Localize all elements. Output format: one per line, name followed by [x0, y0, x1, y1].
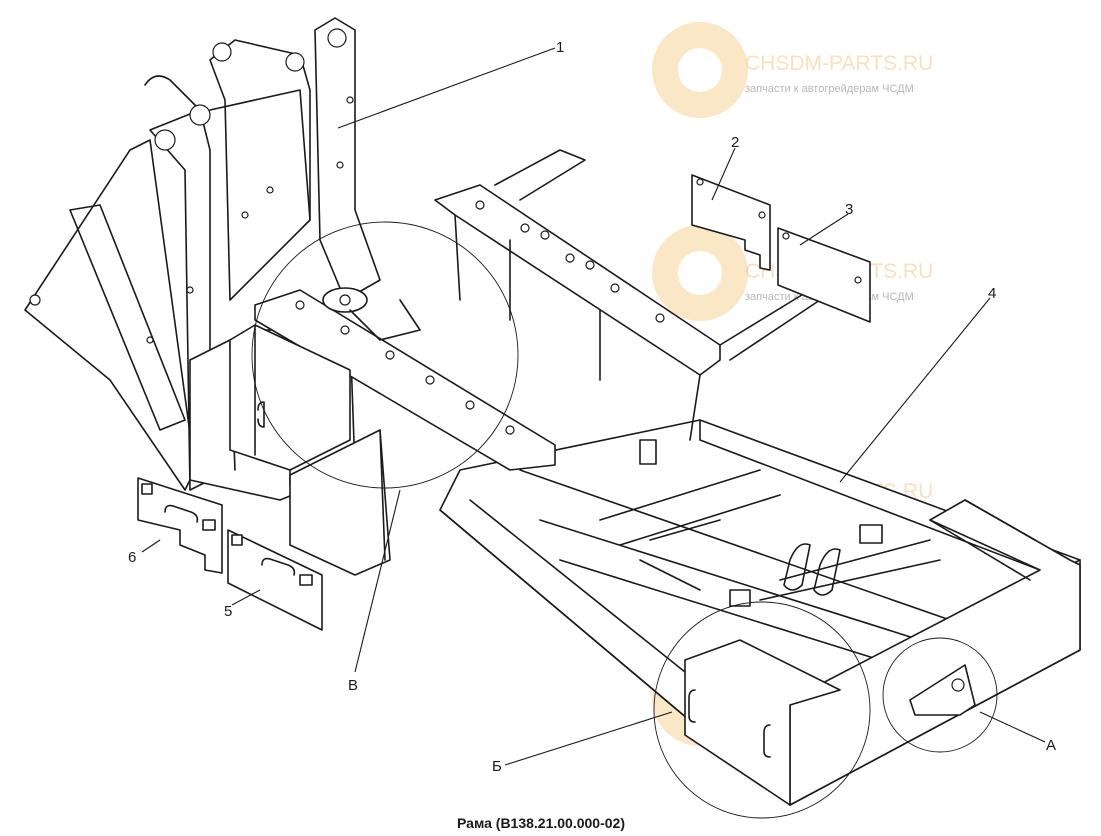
callout-1: 1 — [556, 39, 564, 56]
upper-cross-member — [434, 149, 821, 441]
detail-circle-v — [251, 221, 519, 489]
cover-plate-5 — [227, 529, 323, 631]
callout-4: 4 — [988, 285, 996, 302]
watermark-subtitle: запчасти к автогрейдерам ЧСДМ — [745, 83, 914, 95]
leader-lines — [141, 47, 1046, 766]
middle-cross-member — [254, 287, 556, 576]
cover-plate-2 — [691, 174, 771, 271]
watermark-1: CHSDM-PARTS.RU запчасти к автогрейдерам … — [652, 22, 933, 118]
right-tower — [314, 17, 381, 301]
gear-logo-icon — [652, 225, 749, 321]
rear-tool-box — [684, 639, 841, 806]
callout-b: Б — [492, 758, 502, 775]
drawing-caption: Рама (В138.21.00.000-02) — [457, 815, 625, 831]
left-side-plate — [24, 139, 196, 491]
cover-plate-6 — [137, 477, 223, 574]
detail-circle-a — [882, 637, 998, 753]
callout-v: В — [348, 677, 358, 694]
callout-2: 2 — [731, 134, 739, 151]
cover-plate-3 — [777, 227, 871, 323]
watermark-title: CHSDM-PARTS.RU — [745, 52, 933, 75]
detail-circle-b — [653, 601, 871, 819]
middle-tower — [209, 39, 311, 301]
tow-hook — [909, 664, 976, 716]
callout-6: 6 — [128, 549, 136, 566]
callout-a: А — [1046, 737, 1056, 754]
callout-5: 5 — [224, 603, 232, 620]
gear-logo-icon — [652, 22, 749, 118]
callout-3: 3 — [845, 201, 853, 218]
